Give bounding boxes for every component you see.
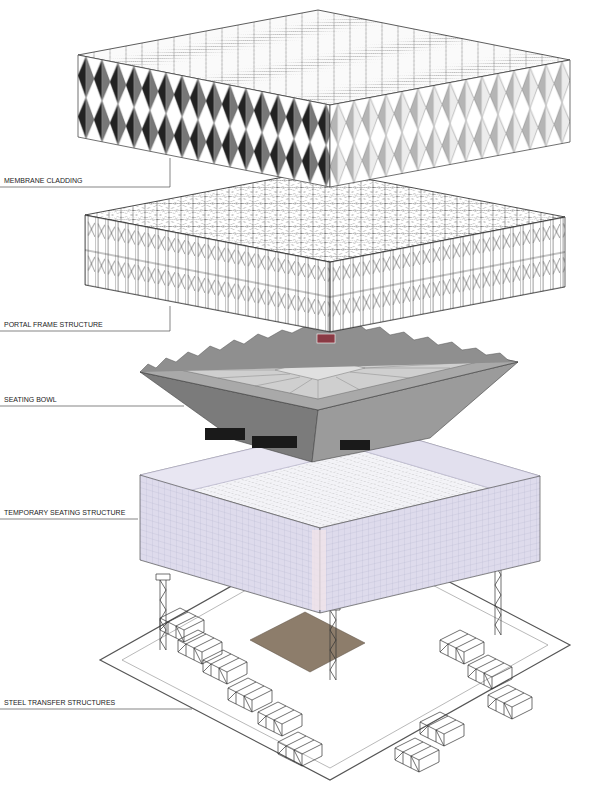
leader-line <box>0 406 184 407</box>
leader-line <box>0 519 138 520</box>
part-label: SEATING BOWL <box>4 395 57 404</box>
part-label: MEMBRANE CLADDING <box>4 176 83 185</box>
membrane-cladding <box>78 10 570 187</box>
part-label: PORTAL FRAME STRUCTURE <box>4 320 103 329</box>
leader-lines <box>0 158 192 709</box>
leader-line <box>0 306 170 331</box>
portal-frame <box>85 170 565 332</box>
part-label: TEMPORARY SEATING STRUCTURE <box>4 508 125 517</box>
leader-line <box>0 709 192 710</box>
part-label: STEEL TRANSFER STRUCTURES <box>4 698 115 707</box>
seating-bowl <box>140 322 518 462</box>
leader-line <box>0 158 170 187</box>
